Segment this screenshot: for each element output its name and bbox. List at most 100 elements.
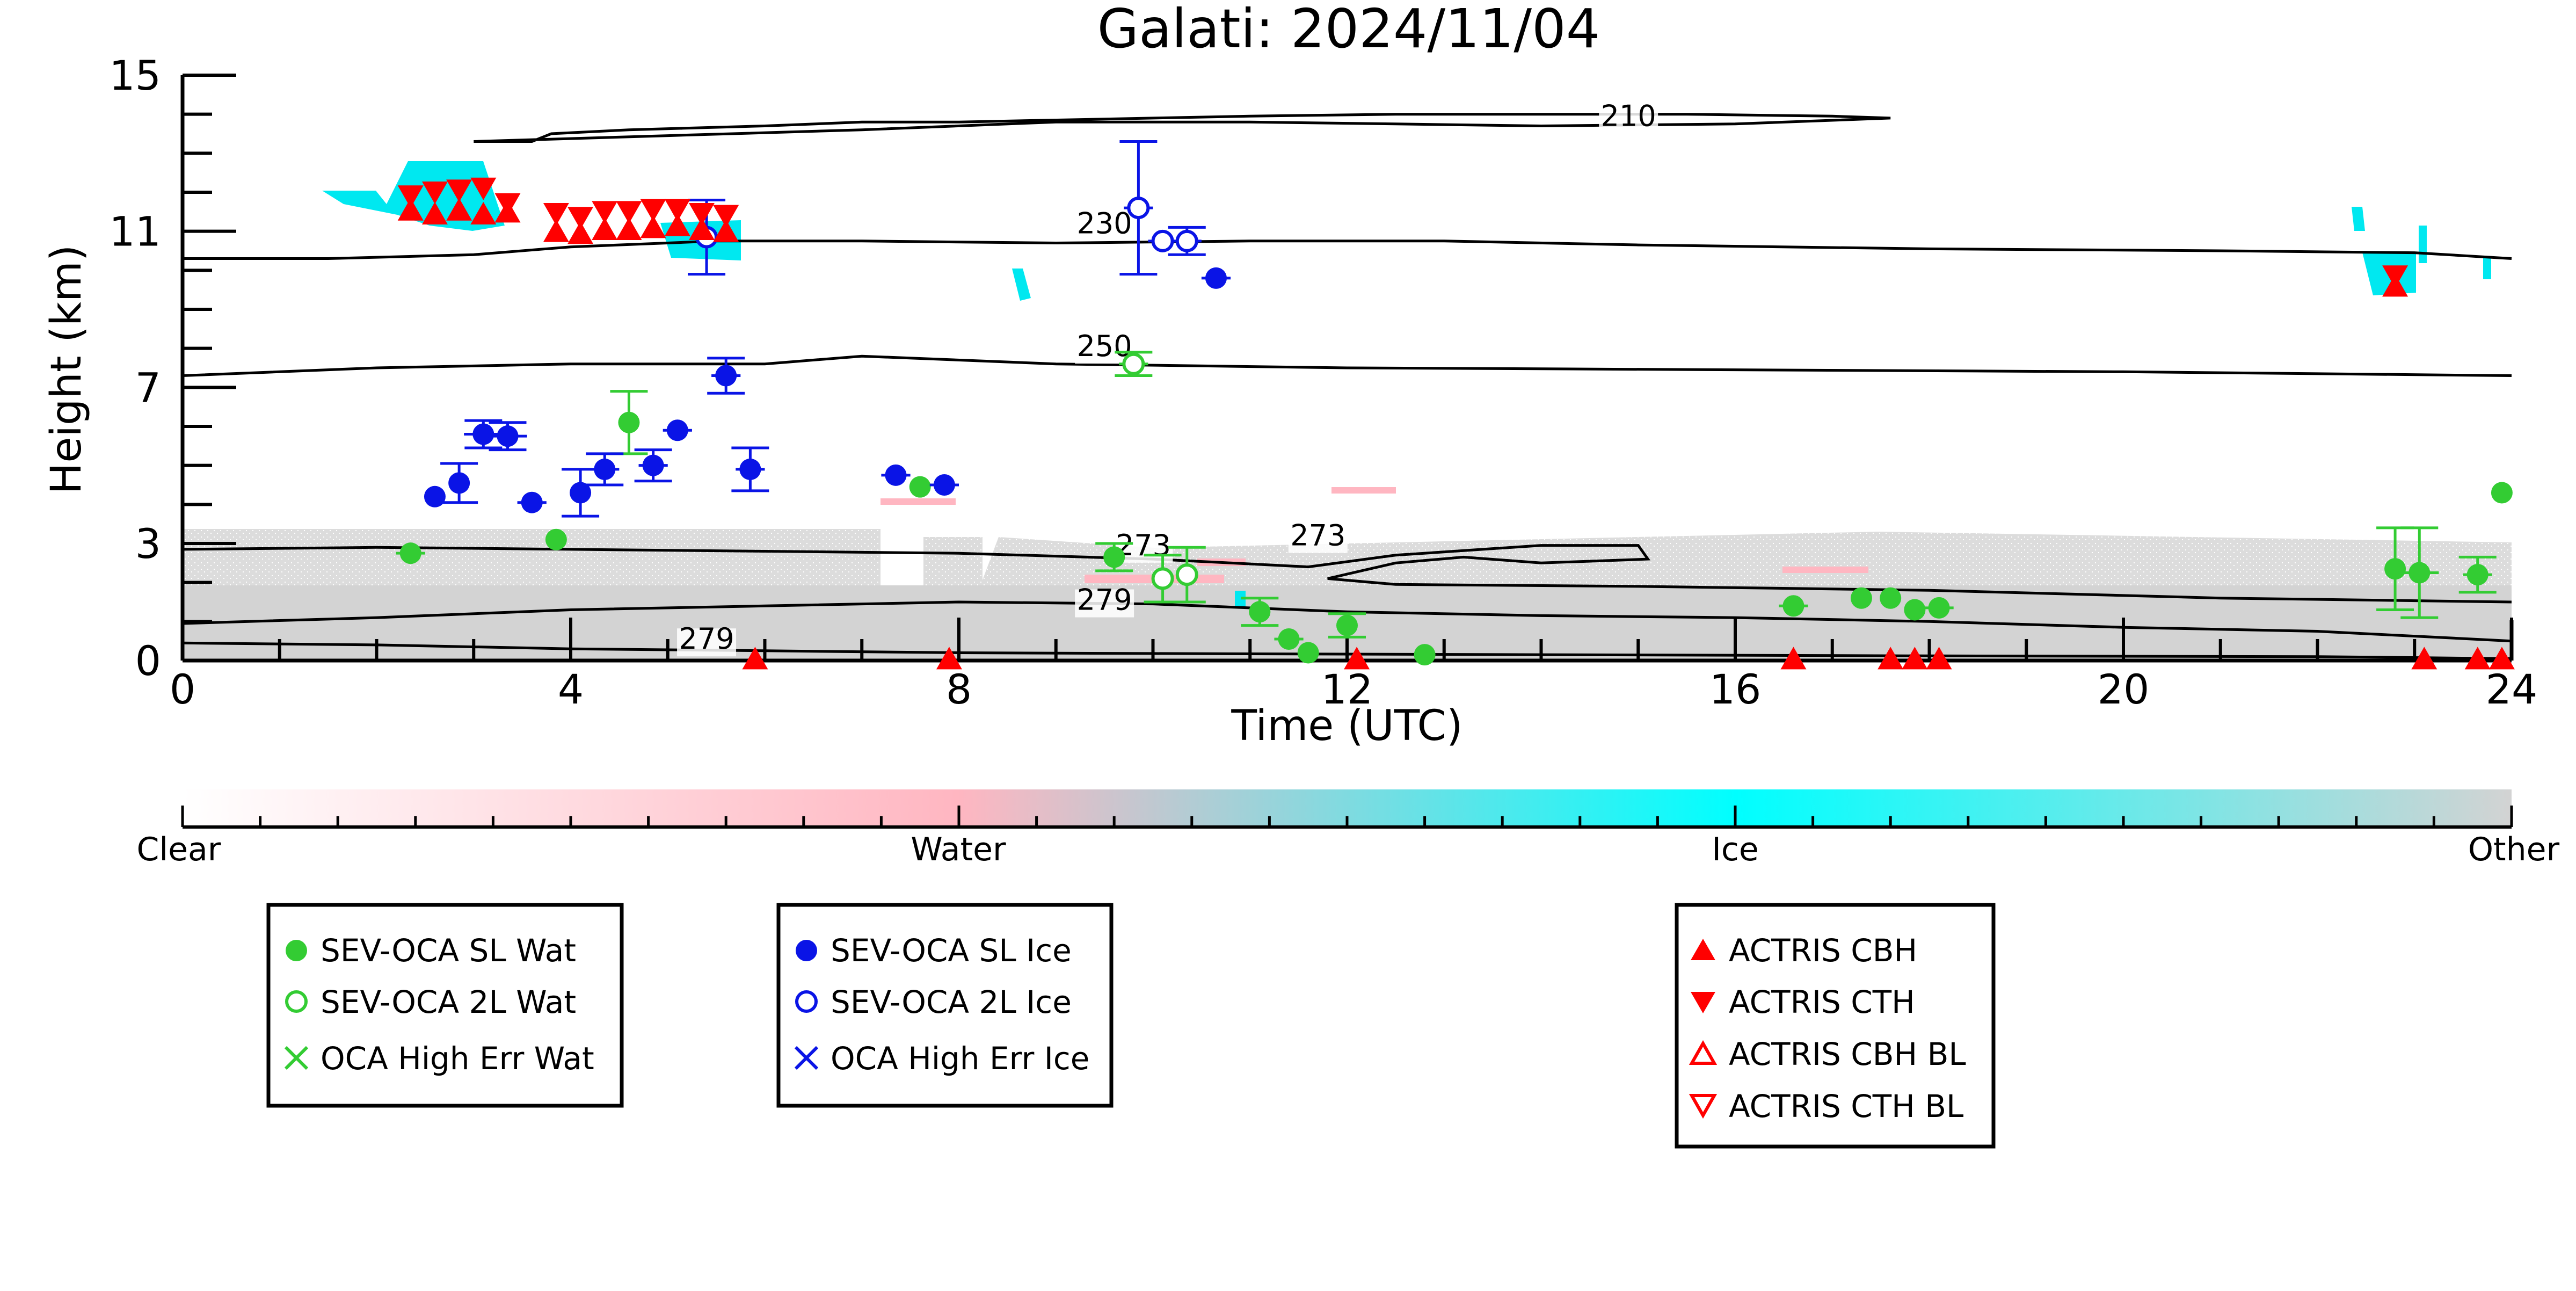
legend-box (1675, 903, 1996, 1149)
legend-actris: ACTRIS CBH ACTRIS CTH ACTRIS CBH BL ACTR… (1675, 903, 1996, 1149)
legend-marker-higherr-ice (794, 1046, 819, 1070)
data-point (666, 419, 688, 441)
data-point (1122, 352, 1145, 375)
legend-label-cth: ACTRIS CTH (1729, 984, 1915, 1020)
data-point (521, 491, 543, 513)
data-point (2408, 562, 2431, 584)
contour-label-bg (1599, 105, 1658, 134)
contour-label-bg (1075, 589, 1134, 618)
data-point (1249, 601, 1271, 623)
legend-box (776, 903, 1114, 1108)
data-point (1278, 628, 1300, 650)
y-tick-label: 11 (109, 208, 161, 256)
data-point (570, 482, 592, 504)
contour-label: 230 (1077, 206, 1132, 240)
x-tick-label: 20 (2098, 665, 2150, 713)
x-axis-label: Time (UTC) (1231, 702, 1462, 750)
legend-ice: SEV-OCA SL Ice SEV-OCA 2L Ice OCA High E… (776, 903, 1114, 1108)
data-point (689, 217, 715, 241)
data-point (421, 182, 448, 204)
legend-marker-sl-ice (796, 940, 817, 961)
x-tick-label: 4 (558, 665, 584, 713)
contour-label: 279 (679, 622, 734, 656)
legend-water: SEV-OCA SL Wat SEV-OCA 2L Wat OCA High E… (266, 903, 624, 1108)
data-point (618, 411, 640, 433)
data-point (1151, 567, 1174, 590)
data-point (592, 201, 618, 224)
data-point (713, 205, 739, 228)
y-axis-label: Height (km) (42, 245, 91, 495)
contour-line (182, 354, 2512, 377)
series-sev-oca-sl-wat (396, 390, 2513, 666)
series-sev-oca-sl-ice (424, 267, 1231, 518)
data-point (472, 423, 494, 445)
data-point (567, 221, 594, 244)
data-point (1205, 267, 1227, 289)
colorbar-ticks (181, 806, 2513, 827)
data-point (1175, 563, 1198, 586)
x-tick-label: 16 (1709, 665, 1762, 713)
data-point (1175, 229, 1198, 252)
data-point (470, 177, 497, 200)
data-point (567, 207, 594, 230)
data-point (1782, 595, 1804, 617)
data-point (2466, 564, 2488, 586)
contour-label-bg (1075, 213, 1134, 241)
water-patch (1782, 567, 1868, 573)
contour-line (183, 240, 2512, 260)
data-point (1127, 197, 1150, 220)
target-classification-background (183, 161, 2512, 661)
data-point (543, 219, 569, 242)
data-point (640, 199, 666, 222)
data-series (396, 140, 2515, 670)
series-actris-cth (397, 177, 2408, 288)
data-point (448, 472, 470, 494)
data-point (397, 185, 424, 208)
data-point (713, 219, 739, 242)
legend-label-2l-ice: SEV-OCA 2L Ice (831, 984, 1072, 1020)
colorbar-label-other: Other (2468, 831, 2560, 868)
legend-label-2l-wat: SEV-OCA 2L Wat (321, 984, 576, 1020)
data-point (664, 199, 690, 222)
legend-marker-sl-wat (286, 940, 307, 961)
y-tick-label: 0 (135, 637, 161, 685)
series-actris-cbh (397, 198, 2515, 670)
colorbar-label-clear: Clear (137, 831, 221, 868)
series-sev-oca-2l-ice (688, 140, 1206, 276)
data-point (446, 179, 472, 202)
data-point (1103, 546, 1125, 568)
data-point (494, 193, 521, 216)
y-tick-label: 7 (135, 364, 161, 411)
data-point (885, 464, 907, 486)
legend-label-cbh: ACTRIS CBH (1729, 932, 1917, 969)
data-point (689, 202, 715, 226)
data-point (1878, 647, 1904, 670)
contour-label-bg (1288, 525, 1348, 553)
chart-title: Galati: 2024/11/04 (1097, 0, 1600, 60)
data-point (1902, 647, 1928, 670)
data-point (421, 201, 448, 224)
data-point (1928, 597, 1950, 619)
legend-marker-2l-wat (285, 990, 308, 1013)
y-tick-label: 15 (109, 52, 161, 99)
data-point (397, 198, 424, 221)
x-tick-label: 8 (946, 665, 972, 713)
data-point (1336, 614, 1358, 636)
ice-patch (2483, 258, 2491, 279)
contour-label: 279 (1077, 583, 1132, 617)
data-point (2384, 558, 2406, 580)
legend-label-sl-ice: SEV-OCA SL Ice (831, 932, 1072, 969)
data-point (594, 458, 616, 480)
data-point (2491, 482, 2513, 504)
data-point (616, 201, 642, 224)
legend-marker-cth-bl (1689, 1094, 1718, 1119)
data-point (1414, 644, 1436, 666)
contour-label: 250 (1077, 329, 1132, 363)
data-point (739, 458, 761, 480)
data-point (1344, 647, 1370, 670)
legend-label-cbh-bl: ACTRIS CBH BL (1729, 1036, 1966, 1072)
ice-patch (1235, 591, 1246, 607)
